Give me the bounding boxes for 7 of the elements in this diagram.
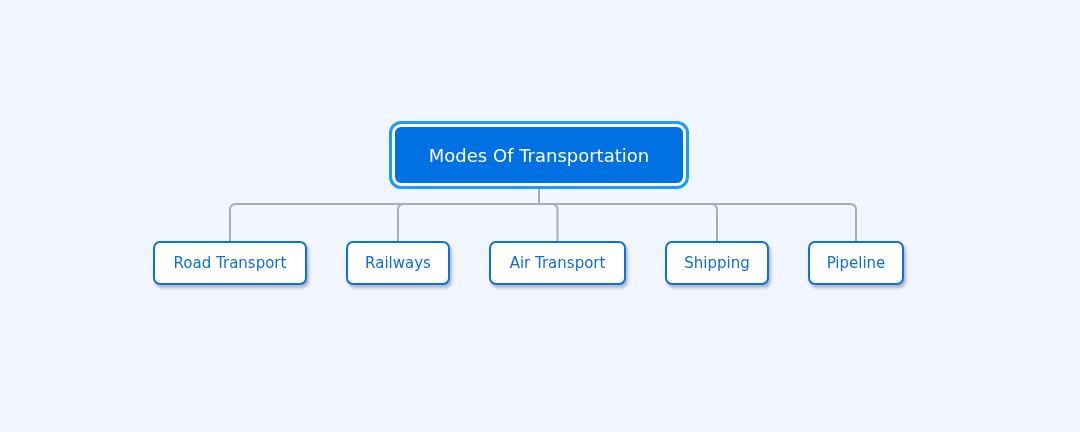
subtopic-box: Pipeline xyxy=(808,241,904,285)
subtopic-box: Railways xyxy=(346,241,450,285)
root-topic-box: Modes Of Transportation xyxy=(392,124,686,186)
subtopic-box: Air Transport xyxy=(489,241,626,285)
subtopic-box: Shipping xyxy=(665,241,769,285)
connector-line xyxy=(538,188,857,242)
subtopic-box: Road Transport xyxy=(153,241,307,285)
